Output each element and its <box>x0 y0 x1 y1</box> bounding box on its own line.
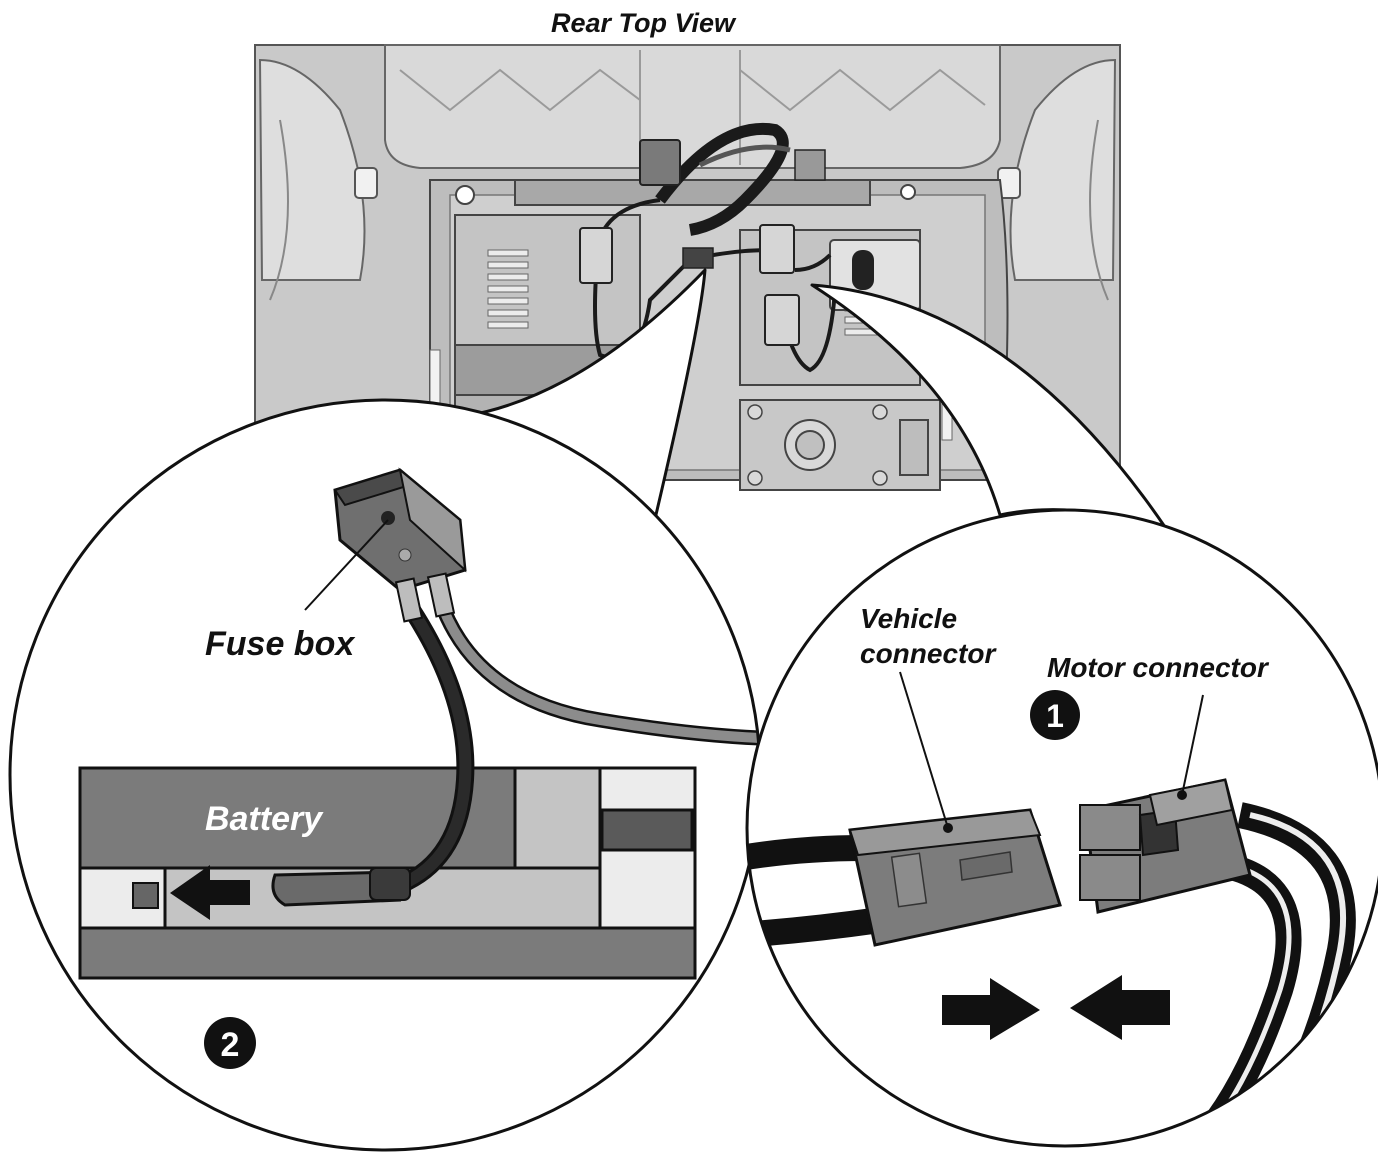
fuse-box-detail-view: Fuse box Battery 2 <box>8 398 762 1152</box>
connector-detail-view: Vehicle connector Motor connector 1 <box>745 508 1378 1148</box>
vehicle-connector-label-line1: Vehicle <box>860 603 957 634</box>
callout-wedge-left <box>419 268 707 541</box>
motor-connector-label: Motor connector <box>1047 652 1270 683</box>
battery-label: Battery <box>205 800 324 838</box>
vehicle-connector <box>848 808 1062 947</box>
fuse-box-label: Fuse box <box>205 625 356 663</box>
fuse-box <box>333 467 467 623</box>
vehicle-connector-label-line2: connector <box>860 638 997 669</box>
arrow-left-push-icon <box>1070 975 1170 1040</box>
step-1-badge: 1 <box>1030 690 1080 740</box>
arrow-left-icon <box>170 865 250 920</box>
svg-text:1: 1 <box>1046 698 1064 734</box>
arrow-right-icon <box>942 978 1040 1040</box>
svg-text:2: 2 <box>221 1026 240 1064</box>
vehicle-rear-top-view <box>254 44 1121 491</box>
view-title: Rear Top View <box>551 8 737 38</box>
step-2-badge: 2 <box>204 1017 256 1069</box>
motor-connector <box>1079 778 1252 914</box>
